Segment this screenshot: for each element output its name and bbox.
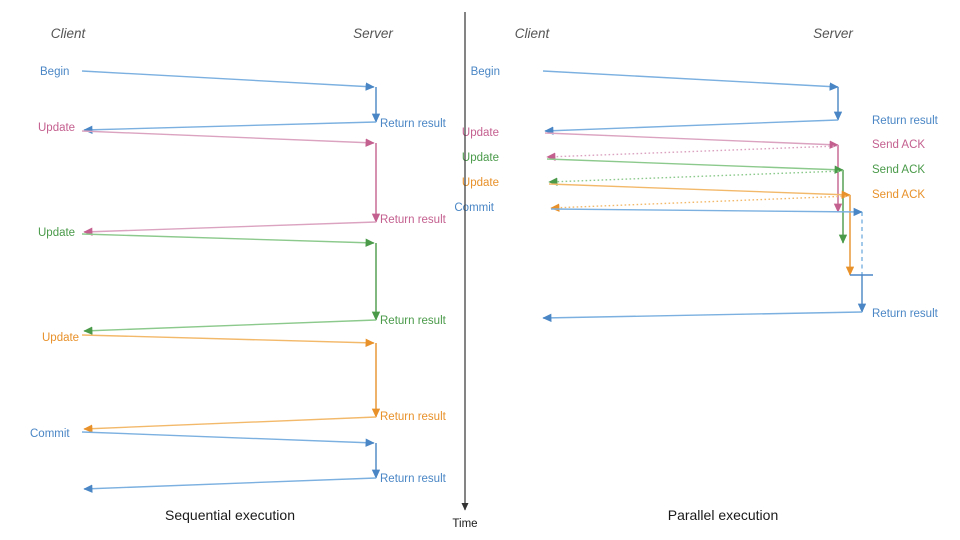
lane-header-server-sequential: Server (353, 26, 393, 41)
lane-header-client-parallel: Client (515, 26, 551, 41)
message-label-send-ack-1: Send ACK (872, 139, 925, 151)
message-arrow-begin-reply (544, 119, 839, 135)
request-arrow-commit (81, 431, 375, 447)
message-label-begin-request: Begin (471, 66, 500, 78)
message-label-update-2-request: Update (38, 227, 75, 239)
request-arrow-update-3 (81, 334, 375, 347)
message-arrow-send-ack-2 (548, 170, 844, 186)
time-axis-layer: Time (452, 12, 478, 530)
message-label-send-ack-2: Send ACK (872, 164, 925, 176)
reply-arrow-commit (83, 477, 377, 493)
message-label-commit-reply: Return result (380, 473, 447, 485)
message-arrow-update-2-request (546, 158, 844, 174)
message-label-update-3-reply: Return result (380, 411, 447, 423)
lane-header-client-sequential: Client (51, 26, 87, 41)
message-arrow-commit-reply (542, 311, 863, 323)
panel-caption-parallel: Parallel execution (668, 507, 779, 523)
message-arrow-update-1-request (544, 132, 839, 149)
message-arrow-commit-request (550, 207, 863, 217)
time-axis-label: Time (452, 518, 477, 530)
message-label-update-3-request: Update (462, 177, 499, 189)
message-label-update-1-request: Update (462, 127, 499, 139)
lane-header-server-parallel: Server (813, 26, 853, 41)
message-label-begin-reply: Return result (380, 118, 447, 130)
reply-arrow-update-3 (83, 416, 377, 433)
reply-arrow-update-2 (83, 319, 377, 335)
reply-arrow-begin (83, 121, 377, 134)
panel-caption-sequential: Sequential execution (165, 507, 295, 523)
message-arrow-send-ack-1 (546, 145, 839, 161)
message-arrow-begin-request (542, 70, 839, 91)
message-label-send-ack-3: Send ACK (872, 189, 925, 201)
reply-arrow-update-1 (83, 221, 377, 236)
message-label-update-1-request: Update (38, 122, 75, 134)
message-arrow-send-ack-3 (550, 195, 851, 212)
message-label-update-1-reply: Return result (380, 214, 447, 226)
message-label-update-3-request: Update (42, 332, 79, 344)
message-label-begin-request: Begin (40, 66, 69, 78)
request-arrow-begin (81, 70, 375, 91)
request-arrow-update-2 (81, 233, 375, 247)
message-label-begin-reply: Return result (872, 115, 939, 127)
request-arrow-update-1 (81, 130, 375, 147)
message-label-commit-request: Commit (30, 428, 70, 440)
message-arrow-update-3-request (548, 183, 851, 199)
message-label-commit-request: Commit (454, 202, 494, 214)
message-label-update-2-reply: Return result (380, 315, 447, 327)
message-label-update-2-request: Update (462, 152, 499, 164)
message-label-commit-reply: Return result (872, 308, 939, 320)
